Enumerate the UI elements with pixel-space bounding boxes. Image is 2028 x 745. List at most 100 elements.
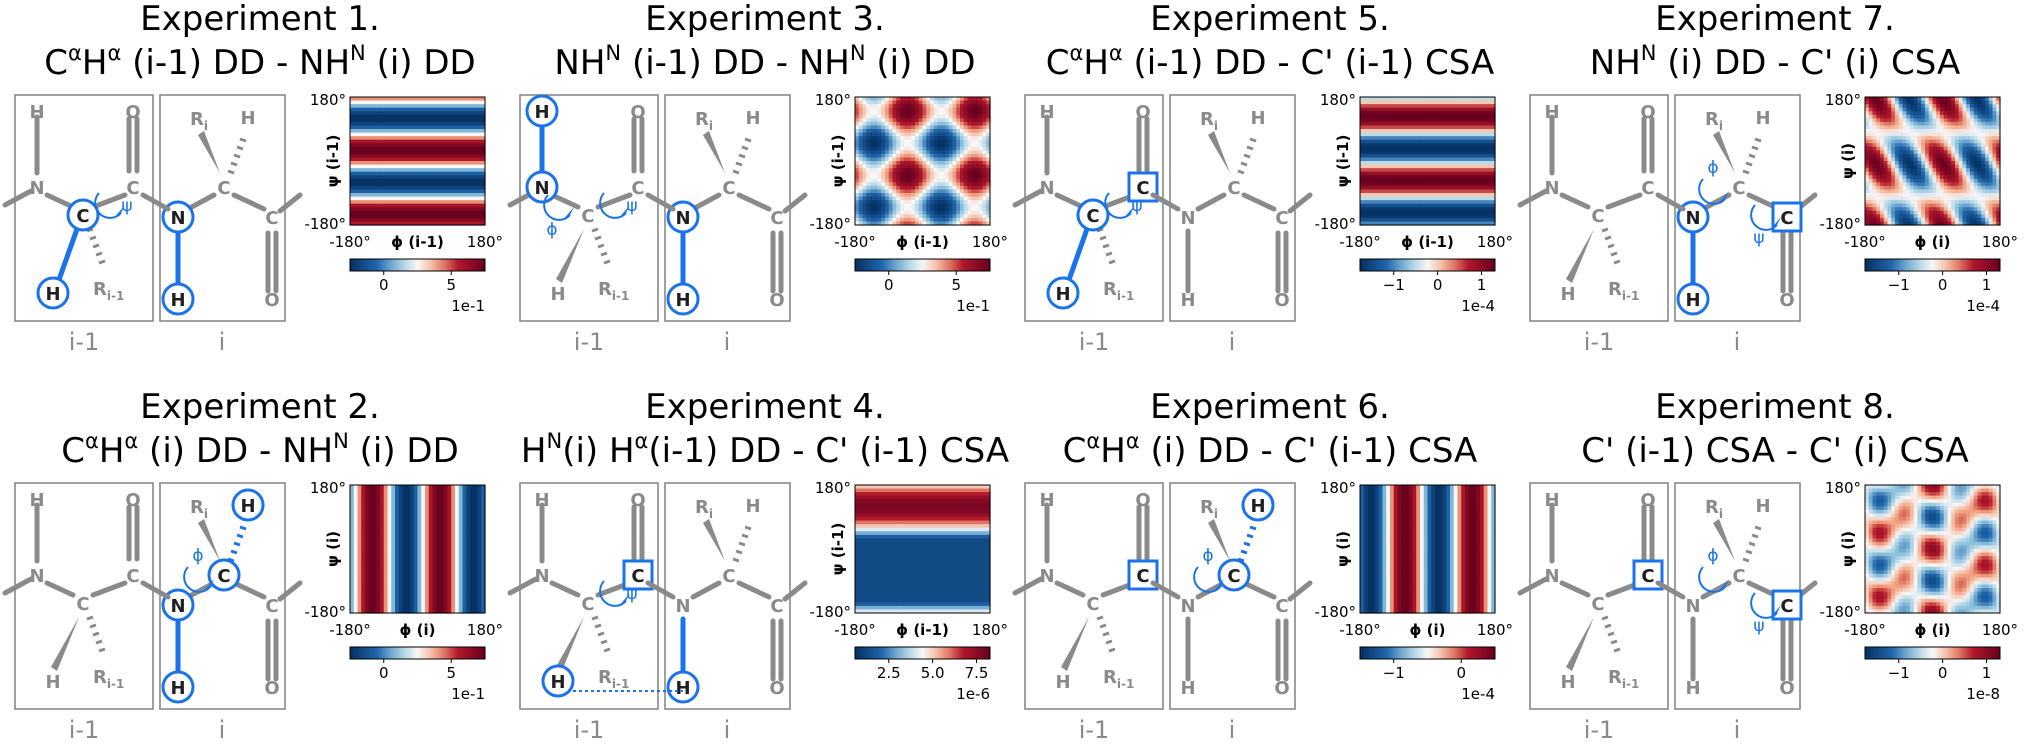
r-group-subscript: i-1	[1117, 289, 1134, 303]
heatmap-cell	[466, 125, 471, 130]
heatmap-cell	[1472, 143, 1477, 148]
heatmap-cell	[1895, 214, 1900, 219]
heatmap-cell	[1883, 175, 1889, 180]
heatmap-cell	[380, 207, 385, 212]
heatmap-cell	[1483, 118, 1489, 123]
heatmap-cell	[1401, 200, 1406, 205]
heatmap-cell	[873, 182, 879, 187]
heatmap-cell	[470, 168, 475, 173]
heatmap-cell	[357, 171, 362, 176]
heatmap-cell	[406, 189, 411, 194]
heatmap-cell	[971, 200, 976, 205]
heatmap-cell	[1450, 217, 1455, 223]
heatmap-cell	[462, 203, 467, 208]
heatmap-cell	[466, 185, 471, 191]
heatmap-cell	[413, 107, 419, 112]
heatmap-cell	[930, 189, 935, 194]
heatmap-cell	[413, 132, 419, 137]
heatmap-cell	[1435, 125, 1440, 130]
heatmap-cell	[425, 203, 430, 208]
heatmap-cell	[941, 121, 946, 127]
heatmap-cell	[391, 221, 396, 226]
heatmap-cell	[892, 164, 897, 169]
heatmap-cell	[873, 171, 879, 176]
heatmap-cell	[353, 185, 359, 191]
heatmap-cell	[1865, 200, 1870, 205]
heatmap-cell	[1393, 97, 1399, 102]
heatmap-cell	[926, 168, 931, 173]
heatmap-cell	[376, 210, 381, 215]
heatmap-cell	[1457, 157, 1462, 162]
heatmap-cell	[907, 196, 912, 201]
bond	[1195, 192, 1227, 212]
heatmap-cell	[1876, 168, 1881, 173]
heatmap-cell	[937, 217, 942, 223]
subtitle-part: (i) DD - C' (i) CSA	[1656, 43, 1960, 83]
heatmap-cell	[1940, 193, 1945, 198]
heatmap-cell	[1438, 175, 1444, 180]
heatmap-cell	[907, 104, 912, 109]
heatmap-cell	[911, 125, 916, 130]
heatmap-cell	[428, 164, 434, 169]
heatmap-cell	[380, 146, 385, 151]
heatmap-cell	[952, 168, 957, 173]
heatmap-cell	[986, 157, 991, 162]
heatmap-cell	[1483, 185, 1489, 191]
heatmap-cell	[383, 136, 389, 141]
heatmap-cell	[1408, 146, 1414, 151]
heatmap-cell	[933, 104, 939, 109]
heatmap-cell	[1397, 171, 1402, 176]
heatmap-cell	[1902, 104, 1907, 109]
heatmap-cell	[1921, 150, 1926, 155]
heatmap-cell	[1427, 221, 1432, 226]
heatmap-cell	[1393, 150, 1399, 155]
heatmap-cell	[473, 182, 479, 187]
heatmap-cell	[406, 143, 411, 148]
heatmap-cell	[1876, 157, 1881, 162]
heatmap-cell	[952, 210, 957, 215]
heatmap-cell	[1405, 136, 1410, 141]
heatmap-cell	[383, 125, 389, 130]
heatmap-cell	[350, 171, 355, 176]
heatmap-cell	[1891, 111, 1896, 116]
heatmap-cell	[365, 182, 370, 187]
heatmap-cell	[975, 157, 980, 162]
heatmap-cell	[1891, 125, 1896, 130]
heatmap-cell	[930, 214, 935, 219]
heatmap-cell	[960, 129, 965, 134]
heatmap-cell	[1483, 193, 1489, 198]
heatmap-cell	[937, 100, 942, 105]
heatmap-cell	[978, 129, 984, 134]
heatmap-cell	[1450, 185, 1455, 191]
heatmap-cell	[933, 107, 939, 112]
heatmap-cell	[353, 203, 359, 208]
heatmap-cell	[1416, 157, 1421, 162]
heatmap-cell	[380, 217, 385, 223]
heatmap-cell	[440, 153, 445, 159]
heatmap-cell	[410, 104, 415, 109]
heatmap-cell	[398, 118, 404, 123]
heatmap-cell	[432, 150, 437, 155]
heatmap-cell	[1887, 107, 1892, 112]
heatmap-cell	[417, 114, 422, 119]
heatmap-cell	[436, 200, 441, 205]
heatmap-cell	[376, 221, 381, 226]
heatmap-cell	[930, 121, 935, 127]
heatmap-cell	[967, 193, 972, 198]
heatmap-cell	[1423, 203, 1429, 208]
heatmap-cell	[473, 100, 479, 105]
heatmap-cell	[443, 118, 449, 123]
heatmap-cell	[907, 143, 912, 148]
heatmap-cell	[858, 161, 864, 166]
heatmap-cell	[432, 97, 437, 102]
heatmap-cell	[1910, 185, 1915, 191]
heatmap-cell	[372, 214, 377, 219]
heatmap-cell	[1468, 221, 1474, 226]
heatmap-cell	[900, 164, 905, 169]
heatmap-cell	[428, 217, 434, 223]
heatmap-cell	[926, 104, 931, 109]
heatmap-cell	[1880, 207, 1885, 212]
heatmap-cell	[1435, 132, 1440, 137]
heatmap-cell	[451, 161, 456, 166]
heatmap-cell	[1887, 185, 1892, 191]
